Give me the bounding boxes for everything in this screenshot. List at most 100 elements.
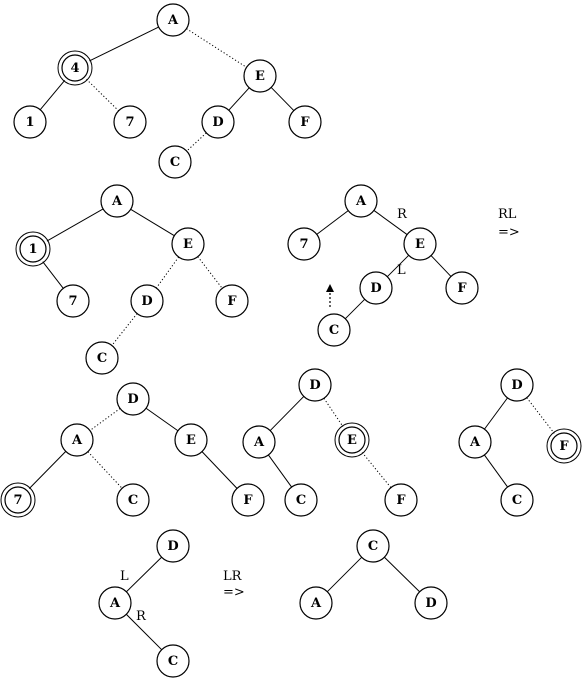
- node-t1-E: E: [243, 59, 277, 93]
- node-circle: [56, 284, 90, 318]
- node-label: D: [167, 539, 178, 554]
- edge-t1-4-1: [39, 79, 66, 111]
- edge-t8-C-A: [326, 556, 363, 593]
- node-highlight-ring: [0, 482, 36, 518]
- tree-t5-nodes: D A E C F: [242, 368, 418, 517]
- edge-t4-A-C: [87, 451, 123, 489]
- node-label: E: [347, 433, 357, 448]
- node-highlight-ring: [15, 231, 51, 267]
- node-circle: [13, 105, 47, 139]
- node-t7-C: C: [156, 644, 190, 678]
- node-circle: [445, 271, 479, 305]
- tree-t8-nodes: C A D: [299, 529, 448, 620]
- node-circle: [156, 3, 190, 37]
- node-circle: [287, 227, 321, 261]
- node-label: C: [512, 493, 522, 508]
- node-label: F: [457, 281, 467, 296]
- annotation-lr-label: LR: [223, 569, 243, 584]
- edge-t3-D-C: [344, 298, 366, 320]
- node-circle: [414, 586, 448, 620]
- node-label: D: [370, 281, 381, 296]
- node-label: D: [212, 115, 223, 130]
- edge-t6-A-C: [483, 454, 509, 488]
- tree-t2: [42, 208, 223, 346]
- node-t4-7: 7: [0, 482, 36, 518]
- node-circle: [98, 586, 132, 620]
- edge-t1-E-F: [270, 87, 295, 111]
- node-label: A: [310, 596, 322, 611]
- node-circle: [61, 54, 89, 82]
- edge-t1-A-E: [186, 28, 247, 68]
- node-highlight-ring: [546, 428, 582, 464]
- node-t2-A: A: [100, 184, 134, 218]
- node-t3-C: C: [317, 313, 351, 347]
- node-label: C: [170, 155, 180, 170]
- node-label: D: [425, 596, 436, 611]
- node-t2-D: D: [130, 284, 164, 318]
- annotation-t3-l: L: [397, 263, 406, 278]
- node-t8-A: A: [299, 586, 333, 620]
- node-circle: [174, 423, 208, 457]
- node-t6-F: F: [546, 428, 582, 464]
- edge-t7-A-C: [125, 613, 163, 651]
- node-label: E: [186, 433, 196, 448]
- tree-t7: [125, 556, 163, 651]
- node-circle: [317, 313, 351, 347]
- node-t8-C: C: [356, 529, 390, 563]
- tree-t6: [483, 397, 555, 488]
- node-t7-D: D: [156, 529, 190, 563]
- node-t8-D: D: [414, 586, 448, 620]
- node-circle: [500, 368, 534, 402]
- edge-t4-E-F: [201, 451, 238, 489]
- edge-t2-E-F: [197, 256, 223, 289]
- node-label: E: [415, 237, 425, 252]
- node-circle: [458, 425, 492, 459]
- node-circle: [242, 425, 276, 459]
- node-circle: [550, 432, 578, 460]
- edge-t1-4-7: [86, 78, 119, 112]
- edge-t3-A-7: [316, 210, 349, 235]
- node-t5-F: F: [384, 483, 418, 517]
- node-t5-A: A: [242, 425, 276, 459]
- node-circle: [403, 227, 437, 261]
- node-t3-A: A: [344, 184, 378, 218]
- pointer-arrow-icon: [326, 284, 334, 307]
- annotation-lr-arrow: =>: [223, 585, 245, 600]
- node-circle: [215, 284, 249, 318]
- node-label: D: [309, 378, 320, 393]
- node-circle: [356, 529, 390, 563]
- node-circle: [130, 284, 164, 318]
- node-circle: [113, 105, 147, 139]
- edge-t5-D-E: [323, 397, 344, 428]
- node-t1-4: 4: [57, 50, 93, 86]
- node-circle: [171, 227, 205, 261]
- node-t1-D: D: [201, 105, 235, 139]
- node-circle: [284, 483, 318, 517]
- node-label: 4: [70, 61, 79, 76]
- node-t4-A: A: [60, 423, 94, 457]
- tree-t8: [326, 556, 420, 593]
- node-circle: [156, 644, 190, 678]
- node-label: 7: [13, 493, 22, 508]
- node-circle: [299, 586, 333, 620]
- node-t5-C: C: [284, 483, 318, 517]
- node-circle: [298, 368, 332, 402]
- tree-t7-nodes: DAC: [98, 529, 190, 678]
- node-label: E: [183, 237, 193, 252]
- node-circle: [156, 529, 190, 563]
- node-label: 7: [299, 237, 308, 252]
- node-label: 1: [28, 242, 37, 257]
- node-label: 7: [125, 115, 134, 130]
- edge-t3-E-F: [430, 255, 452, 277]
- edges-layer: [28, 26, 555, 651]
- node-label: F: [300, 115, 310, 130]
- annotation-rl-label: RL: [498, 207, 517, 222]
- node-t3-E: E: [403, 227, 437, 261]
- node-label: D: [511, 378, 522, 393]
- edge-t6-D-F: [526, 397, 555, 434]
- node-t6-D: D: [500, 368, 534, 402]
- edge-t2-A-E: [130, 208, 175, 237]
- node-circle: [4, 486, 32, 514]
